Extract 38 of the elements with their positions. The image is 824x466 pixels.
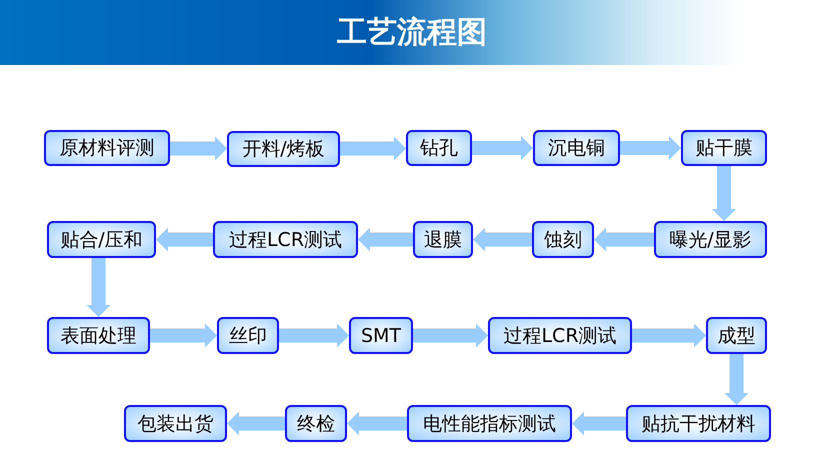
arrow <box>632 324 706 348</box>
arrow <box>156 228 213 252</box>
process-box: 成型 <box>706 317 767 354</box>
arrow <box>594 228 654 252</box>
arrow <box>620 136 681 160</box>
process-box: 曝光/显影 <box>654 221 767 258</box>
process-box: 贴抗干扰材料 <box>626 405 771 442</box>
title: 工艺流程图 <box>336 14 488 52</box>
arrow <box>724 354 748 405</box>
arrow <box>170 136 227 160</box>
process-box: SMT <box>349 317 413 354</box>
process-box: 贴合/压和 <box>47 221 156 258</box>
arrow <box>413 324 488 348</box>
process-box: 包装出货 <box>124 405 227 442</box>
arrow <box>472 136 533 160</box>
arrow <box>473 228 532 252</box>
arrow <box>572 412 626 436</box>
arrow <box>279 324 349 348</box>
process-box: 沉电铜 <box>533 130 620 166</box>
process-box: 丝印 <box>217 317 279 354</box>
arrow <box>340 136 406 160</box>
process-box: 表面处理 <box>47 317 150 354</box>
arrow <box>712 166 736 221</box>
arrow <box>227 412 285 436</box>
arrow <box>347 412 407 436</box>
arrow <box>86 258 110 317</box>
process-box: 过程LCR测试 <box>488 317 632 354</box>
process-box: 开料/烤板 <box>227 131 340 167</box>
process-box: 原材料评测 <box>44 130 170 166</box>
process-box: 终检 <box>285 405 347 442</box>
arrow <box>150 324 217 348</box>
process-box: 贴干膜 <box>681 130 767 166</box>
process-box: 电性能指标测试 <box>407 405 572 442</box>
process-box: 蚀刻 <box>532 221 594 258</box>
arrow <box>358 228 413 252</box>
process-box: 退膜 <box>413 221 473 258</box>
process-box: 过程LCR测试 <box>213 221 358 258</box>
process-box: 钻孔 <box>406 130 472 166</box>
